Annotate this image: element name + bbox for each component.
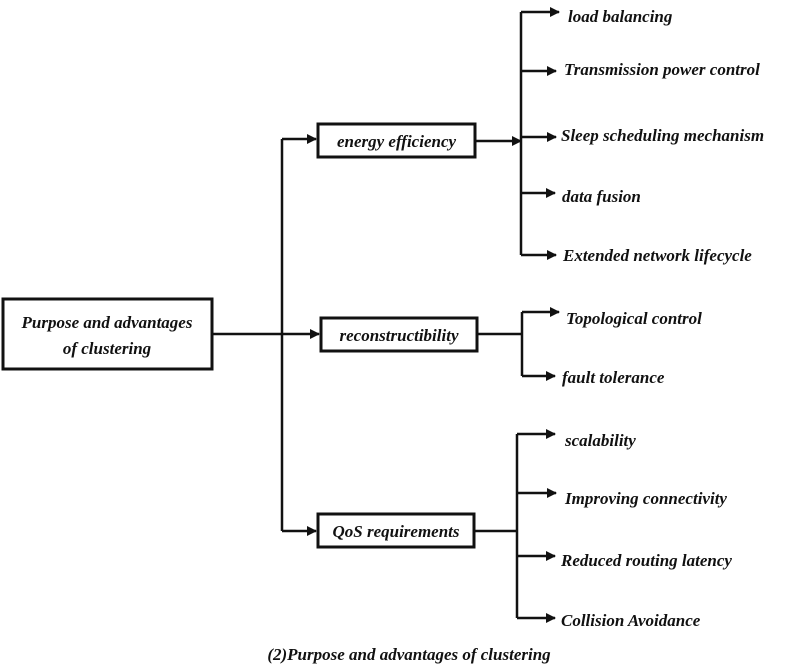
item-topological-control: Topological control	[566, 309, 702, 328]
category-energy-efficiency: energy efficiency	[316, 122, 477, 159]
item-reduced-routing-latency: Reduced routing latency	[560, 551, 732, 570]
item-load-balancing: load balancing	[568, 7, 673, 26]
category-qos-requirements: QoS requirements	[316, 512, 476, 549]
item-improving-connectivity: Improving connectivity	[564, 489, 727, 508]
category-label: reconstructibility	[340, 326, 459, 345]
category-label: energy efficiency	[337, 132, 457, 151]
root-label-line1: Purpose and advantages	[21, 313, 193, 332]
item-scalability: scalability	[564, 431, 636, 450]
item-sleep-scheduling-mechanism: Sleep scheduling mechanism	[561, 126, 764, 145]
item-extended-network-lifecycle: Extended network lifecycle	[562, 246, 752, 265]
root-node: Purpose and advantages of clustering	[1, 297, 214, 371]
item-data-fusion: data fusion	[562, 187, 641, 206]
category-reconstructibility: reconstructibility	[319, 316, 479, 353]
item-transmission-power-control: Transmission power control	[564, 60, 760, 79]
figure-caption: (2)Purpose and advantages of clustering	[267, 645, 551, 664]
item-fault-tolerance: fault tolerance	[562, 368, 665, 387]
category-label: QoS requirements	[332, 522, 459, 541]
root-label-line2: of clustering	[63, 339, 152, 358]
item-collision-avoidance: Collision Avoidance	[561, 611, 701, 630]
